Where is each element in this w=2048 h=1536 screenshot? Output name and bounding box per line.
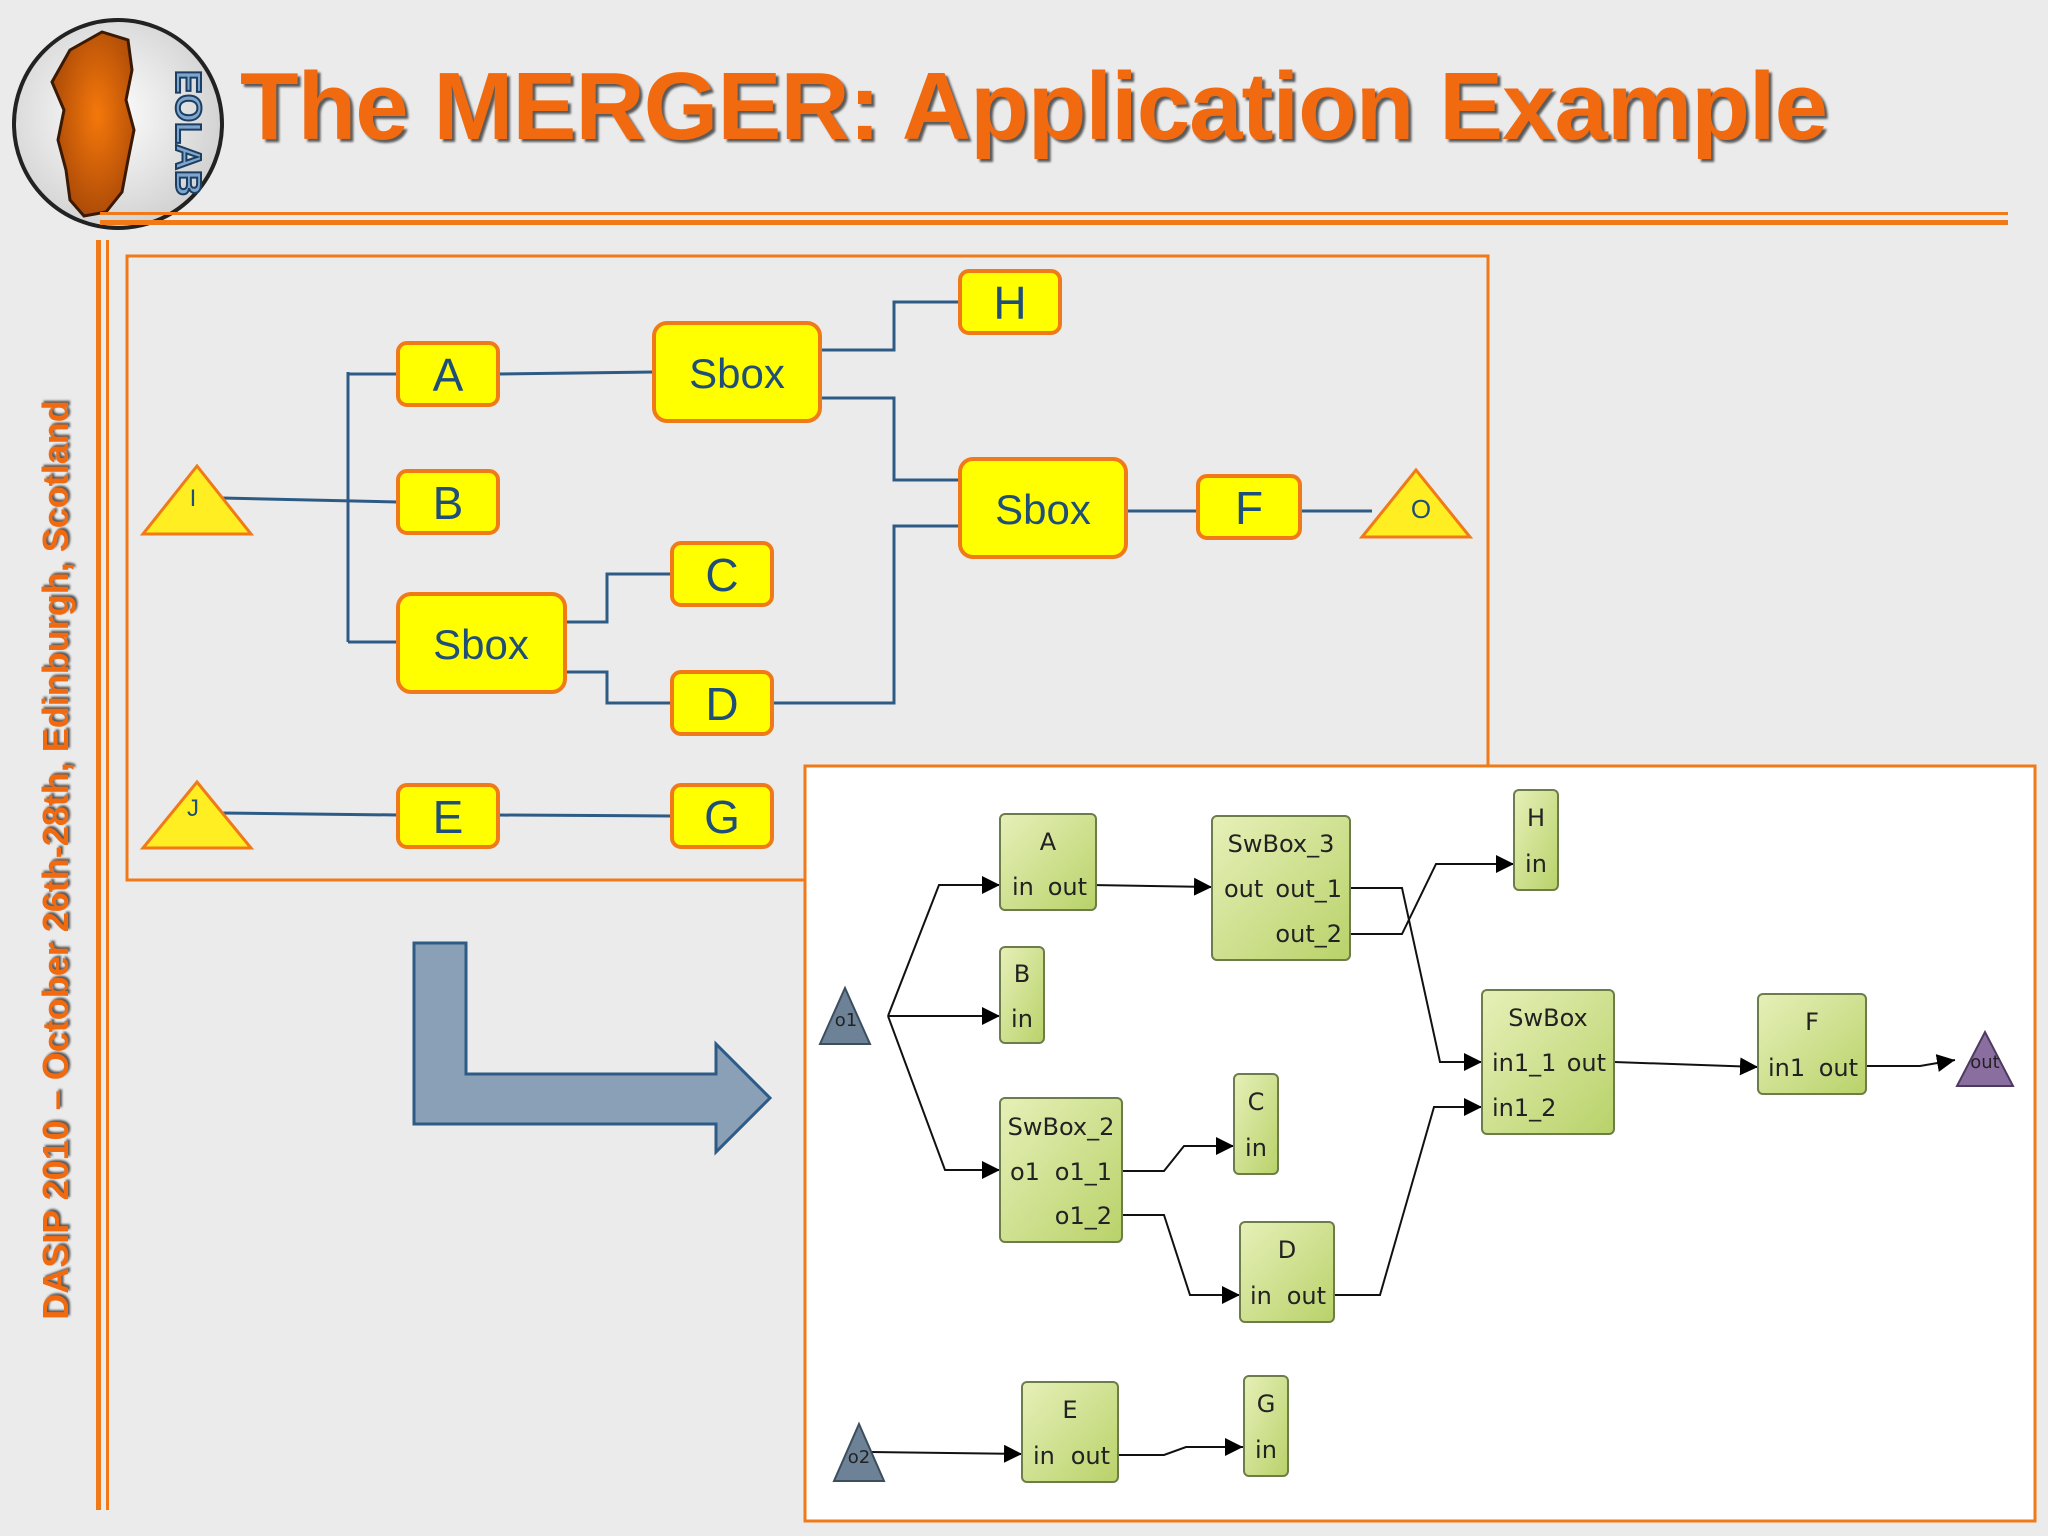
svg-text:O: O <box>1411 494 1431 524</box>
svg-text:G: G <box>704 791 740 843</box>
title-underline-top <box>100 212 2008 215</box>
svg-text:o1: o1 <box>1010 1158 1040 1186</box>
svg-text:out_2: out_2 <box>1275 920 1342 948</box>
svg-text:SwBox: SwBox <box>1508 1004 1587 1032</box>
svg-text:Sbox: Sbox <box>995 486 1091 533</box>
svg-text:SwBox_3: SwBox_3 <box>1228 830 1335 858</box>
svg-text:out: out <box>1048 873 1087 901</box>
sardinia-island-shape <box>50 30 136 218</box>
title-underline-bottom <box>100 220 2008 225</box>
block-F: F in1 out <box>1757 993 1867 1095</box>
block-swbox3: SwBox_3 out out_1 out_2 <box>1211 815 1351 961</box>
port-o2: o2 <box>832 1421 886 1482</box>
svg-text:in: in <box>1033 1442 1055 1470</box>
bottom-diagram-frame <box>803 764 2037 1523</box>
logo-letters: EOLAB <box>167 69 210 197</box>
svg-text:F: F <box>1805 1008 1819 1036</box>
node-G: G <box>670 783 774 849</box>
svg-text:C: C <box>705 549 738 601</box>
block-D: D in out <box>1239 1221 1335 1323</box>
svg-text:out: out <box>1567 1049 1606 1077</box>
sbox-merge: Sbox <box>958 457 1128 559</box>
svg-text:SwBox_2: SwBox_2 <box>1008 1113 1115 1141</box>
node-B: B <box>396 469 500 535</box>
bottom-connections <box>869 855 1956 1463</box>
block-C: C in <box>1233 1073 1279 1175</box>
svg-text:out: out <box>1970 1052 1999 1073</box>
node-E: E <box>396 783 500 849</box>
svg-text:J: J <box>187 795 199 822</box>
input-I: I <box>139 463 255 536</box>
port-out: out <box>1955 1029 2015 1087</box>
left-rule-thin <box>106 240 109 1510</box>
svg-text:in1_1: in1_1 <box>1492 1049 1556 1077</box>
sbox-top: Sbox <box>652 321 822 423</box>
svg-text:A: A <box>433 349 464 401</box>
logo-text: EOLAB <box>168 70 209 196</box>
block-swbox2: SwBox_2 o1 o1_1 o1_2 <box>999 1097 1123 1243</box>
svg-text:in: in <box>1250 1282 1272 1310</box>
svg-text:B: B <box>433 477 464 529</box>
transform-arrow <box>412 941 773 1156</box>
block-A: A in out <box>999 813 1097 911</box>
port-o1: o1 <box>818 985 872 1045</box>
svg-text:Sbox: Sbox <box>433 621 529 668</box>
svg-text:E: E <box>433 791 464 843</box>
top-diagram: I J O A B C D E <box>125 254 1490 882</box>
bottom-diagram: o1 o2 out A in out B in SwBox_3 out out_… <box>803 764 2037 1523</box>
block-G: G in <box>1243 1375 1289 1477</box>
svg-text:out: out <box>1819 1054 1858 1082</box>
block-E: E in out <box>1021 1381 1119 1483</box>
block-H: H in <box>1513 789 1559 891</box>
svg-text:out: out <box>1224 875 1263 903</box>
svg-text:out: out <box>1287 1282 1326 1310</box>
left-rule-thick <box>96 240 101 1510</box>
svg-text:o2: o2 <box>848 1447 870 1468</box>
svg-text:in: in <box>1012 873 1034 901</box>
svg-text:E: E <box>1062 1396 1077 1424</box>
node-D: D <box>670 670 774 736</box>
svg-text:H: H <box>993 277 1026 329</box>
input-J: J <box>139 779 255 850</box>
svg-text:in: in <box>1525 850 1547 878</box>
top-connections <box>221 300 1372 818</box>
block-swbox: SwBox in1_1 out in1_2 <box>1481 989 1615 1135</box>
svg-text:in: in <box>1245 1134 1267 1162</box>
svg-text:Sbox: Sbox <box>689 350 785 397</box>
block-B: B in <box>999 946 1045 1044</box>
svg-text:in1: in1 <box>1768 1054 1805 1082</box>
svg-text:C: C <box>1248 1088 1265 1116</box>
eolab-logo: EOLAB <box>12 18 224 230</box>
svg-text:o1_1: o1_1 <box>1055 1158 1112 1186</box>
svg-text:I: I <box>190 485 197 512</box>
node-F: F <box>1196 474 1302 540</box>
svg-text:A: A <box>1040 828 1057 856</box>
svg-text:D: D <box>1278 1236 1296 1264</box>
svg-text:D: D <box>705 678 738 730</box>
svg-text:o1_2: o1_2 <box>1055 1202 1112 1230</box>
svg-text:in1_2: in1_2 <box>1492 1094 1556 1122</box>
svg-text:F: F <box>1235 482 1263 534</box>
svg-text:B: B <box>1014 960 1030 988</box>
svg-text:in: in <box>1255 1436 1277 1464</box>
svg-text:H: H <box>1527 804 1545 832</box>
node-H: H <box>958 269 1062 335</box>
sbox-bottom: Sbox <box>396 592 567 694</box>
svg-text:G: G <box>1257 1390 1276 1418</box>
node-A: A <box>396 341 500 407</box>
output-O: O <box>1358 467 1474 539</box>
svg-text:in: in <box>1011 1005 1033 1033</box>
svg-text:o1: o1 <box>835 1010 857 1031</box>
slide-title: The MERGER: Application Example <box>240 53 1828 160</box>
svg-text:out: out <box>1071 1442 1110 1470</box>
svg-text:out_1: out_1 <box>1275 875 1342 903</box>
node-C: C <box>670 541 774 607</box>
